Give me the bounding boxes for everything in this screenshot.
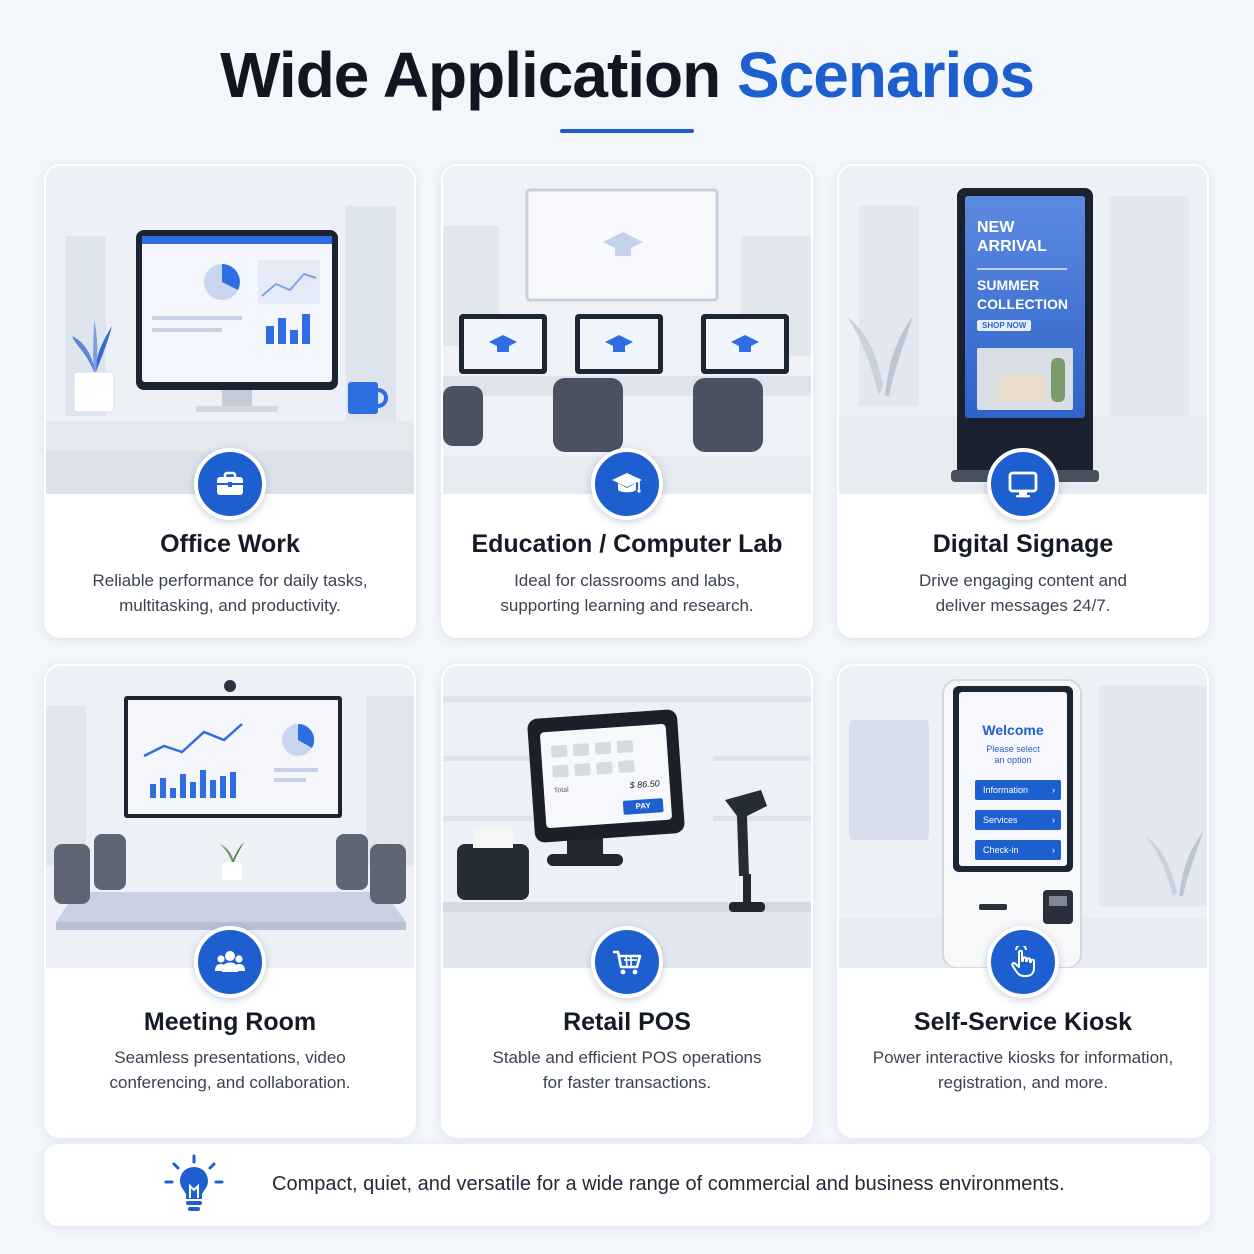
- signage-line: SUMMER: [977, 277, 1040, 293]
- users-icon: [215, 951, 245, 972]
- signage-line: COLLECTION: [977, 296, 1068, 312]
- office-scene-illustration: [46, 166, 414, 494]
- card-office-work: Office Work Reliable performance for dai…: [44, 164, 416, 638]
- lightbulb-icon: [164, 1154, 224, 1211]
- graduation-cap-icon: [612, 473, 642, 493]
- signage-scene-illustration: NEW ARRIVAL SUMMER COLLECTION SHOP NOW: [839, 166, 1207, 494]
- monitor-icon: [1008, 471, 1038, 498]
- footer-text: Compact, quiet, and versatile for a wide…: [272, 1173, 1065, 1195]
- touch-hand-icon: [1011, 946, 1035, 977]
- kiosk-option-label: Services: [983, 815, 1018, 825]
- description-line: conferencing, and collaboration.: [109, 1073, 351, 1092]
- card-education: Education / Computer Lab Ideal for class…: [441, 164, 813, 638]
- description-line: Reliable performance for daily tasks,: [92, 571, 368, 590]
- page-title: Wide Application Scenarios: [0, 38, 1254, 112]
- description-line: Drive engaging content and: [919, 571, 1127, 590]
- card-title: Retail POS: [563, 1008, 691, 1036]
- signage-line: NEW: [977, 219, 1015, 236]
- title-underline: [560, 129, 694, 133]
- kiosk-screen: Welcome Please select an option Informat…: [959, 692, 1067, 866]
- kiosk-option-label: Information: [983, 785, 1029, 795]
- title-part-main: Wide Application: [220, 39, 721, 111]
- armchair-photo: [977, 348, 1073, 410]
- kiosk-scene-illustration: Welcome Please select an option Informat…: [839, 666, 1207, 968]
- chevron-right-icon: ›: [1052, 785, 1055, 795]
- card-description: Reliable performance for daily tasks, mu…: [74, 568, 386, 618]
- signage-line: ARRIVAL: [977, 238, 1047, 255]
- shop-now-button[interactable]: SHOP NOW: [977, 320, 1032, 331]
- card-digital-signage: NEW ARRIVAL SUMMER COLLECTION SHOP NOW D…: [837, 164, 1209, 638]
- title-part-accent: Scenarios: [737, 39, 1035, 111]
- card-description: Power interactive kiosks for information…: [867, 1045, 1179, 1095]
- meeting-room-scene-illustration: [46, 666, 414, 968]
- card-description: Ideal for classrooms and labs, supportin…: [471, 568, 783, 618]
- description-line: Seamless presentations, video: [114, 1048, 346, 1067]
- description-line: supporting learning and research.: [500, 596, 754, 615]
- card-self-service-kiosk: Welcome Please select an option Informat…: [837, 664, 1209, 1138]
- card-description: Drive engaging content and deliver messa…: [867, 568, 1179, 618]
- card-meeting-room: Meeting Room Seamless presentations, vid…: [44, 664, 416, 1138]
- card-retail-pos: Total $ 86.50 PAY Retail POS Stable and …: [441, 664, 813, 1138]
- retail-scene-illustration: Total $ 86.50 PAY: [443, 666, 811, 968]
- card-title: Digital Signage: [932, 530, 1114, 558]
- graduation-cap-icon-badge: [591, 448, 663, 520]
- description-line: deliver messages 24/7.: [935, 596, 1111, 615]
- description-line: registration, and more.: [937, 1073, 1109, 1092]
- description-line: for faster transactions.: [542, 1073, 712, 1092]
- monitor-icon-badge: [987, 448, 1059, 520]
- pos-total-value: $ 86.50: [629, 778, 660, 791]
- card-title: Education / Computer Lab: [471, 530, 783, 558]
- briefcase-icon-badge: [194, 448, 266, 520]
- card-title: Self-Service Kiosk: [913, 1008, 1133, 1036]
- briefcase-icon: [217, 471, 243, 495]
- users-icon-badge: [194, 926, 266, 998]
- pos-total-label: Total: [553, 786, 569, 795]
- chevron-right-icon: ›: [1052, 815, 1055, 825]
- kiosk-welcome-text: Welcome: [982, 722, 1044, 738]
- footer-banner: Compact, quiet, and versatile for a wide…: [44, 1144, 1210, 1226]
- chevron-right-icon: ›: [1052, 845, 1055, 855]
- pos-screen: Total $ 86.50 PAY: [539, 723, 673, 829]
- pay-button[interactable]: PAY: [622, 798, 664, 815]
- shopping-cart-icon: [613, 950, 642, 975]
- touch-hand-icon-badge: [987, 926, 1059, 998]
- classroom-scene-illustration: [443, 166, 811, 494]
- card-title: Meeting Room: [143, 1008, 317, 1036]
- description-line: Power interactive kiosks for information…: [872, 1048, 1174, 1067]
- card-title: Office Work: [160, 530, 300, 558]
- description-line: Ideal for classrooms and labs,: [514, 571, 740, 590]
- card-description: Seamless presentations, video conferenci…: [74, 1045, 386, 1095]
- kiosk-option-label: Check-in: [983, 845, 1019, 855]
- shopping-cart-icon-badge: [591, 926, 663, 998]
- kiosk-option-check-in[interactable]: Check-in ›: [975, 840, 1061, 860]
- card-description: Stable and efficient POS operations for …: [471, 1045, 783, 1095]
- kiosk-prompt-line: an option: [994, 755, 1032, 765]
- description-line: multitasking, and productivity.: [119, 596, 341, 615]
- description-line: Stable and efficient POS operations: [492, 1048, 762, 1067]
- kiosk-prompt-line: Please select: [986, 744, 1040, 754]
- signage-screen: NEW ARRIVAL SUMMER COLLECTION SHOP NOW: [965, 196, 1085, 418]
- kiosk-option-information[interactable]: Information ›: [975, 780, 1061, 800]
- kiosk-option-services[interactable]: Services ›: [975, 810, 1061, 830]
